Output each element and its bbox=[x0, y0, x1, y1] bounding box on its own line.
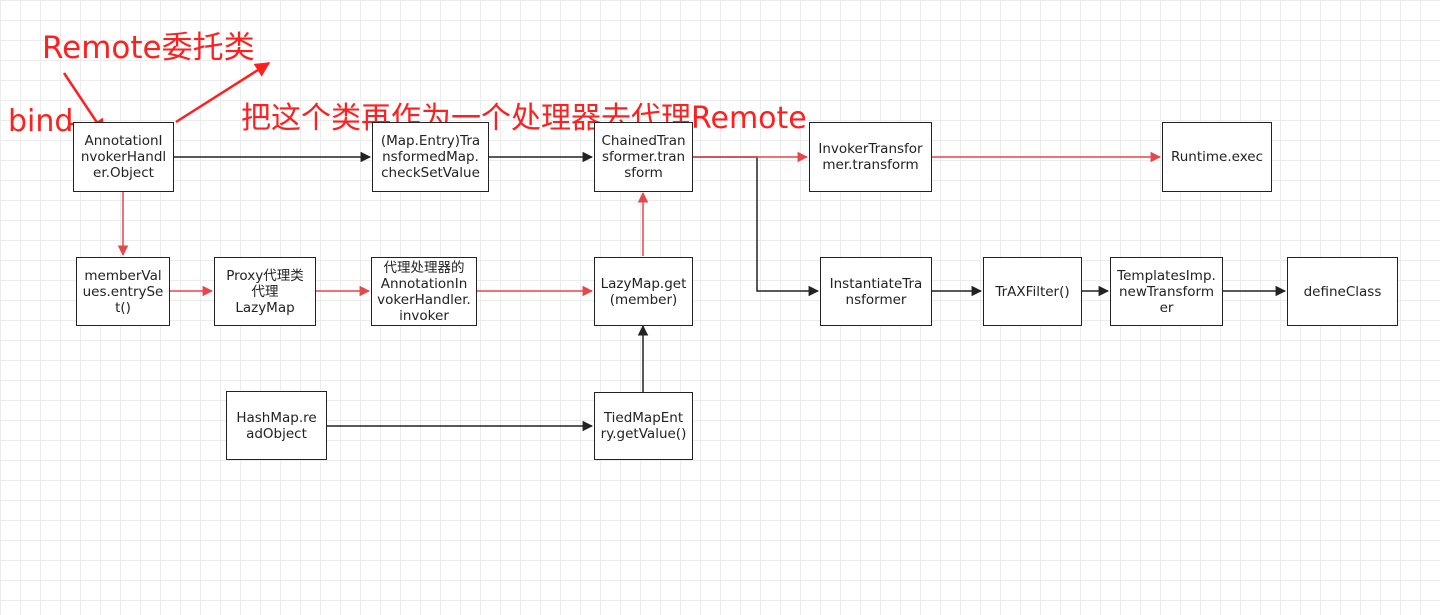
node-member-values[interactable]: memberVal ues.entrySe t() bbox=[76, 257, 170, 326]
node-hashmap-readobject[interactable]: HashMap.re adObject bbox=[226, 391, 327, 460]
node-instantiate-transformer[interactable]: InstantiateTra nsformer bbox=[820, 257, 932, 326]
node-lazymap-get[interactable]: LazyMap.get (member) bbox=[594, 257, 693, 326]
node-trax-filter[interactable]: TrAXFilter() bbox=[983, 257, 1082, 326]
annotation-remote-delegate: Remote委托类 bbox=[42, 30, 255, 66]
node-chained-transformer[interactable]: ChainedTran sformer.tran sform bbox=[594, 122, 693, 192]
node-define-class[interactable]: defineClass bbox=[1287, 257, 1398, 326]
node-transformed-map-check[interactable]: (Map.Entry)Tra nsformedMap. checkSetValu… bbox=[372, 122, 489, 192]
edge-chained-to-instantiate bbox=[693, 156, 820, 297]
node-tied-map-entry[interactable]: TiedMapEnt ry.getValue() bbox=[594, 392, 693, 460]
node-invoker-transformer[interactable]: InvokerTransfor mer.transform bbox=[809, 122, 932, 192]
node-templates-impl[interactable]: TemplatesImp. newTransform er bbox=[1110, 257, 1223, 326]
annotation-proxy-remote: 把这个类再作为一个处理器去代理Remote bbox=[241, 101, 807, 136]
node-runtime-exec[interactable]: Runtime.exec bbox=[1162, 122, 1272, 192]
node-annotation-invoker-handler[interactable]: AnnotationI nvokerHandl er.Object bbox=[73, 122, 174, 192]
node-proxy-handler[interactable]: 代理处理器的 AnnotationIn vokerHandler. invoke… bbox=[371, 257, 477, 326]
annotation-bind: bind bbox=[8, 104, 74, 139]
node-proxy-lazymap[interactable]: Proxy代理类 代理 LazyMap bbox=[214, 257, 316, 326]
annotation-arrow-proxy bbox=[175, 61, 271, 124]
